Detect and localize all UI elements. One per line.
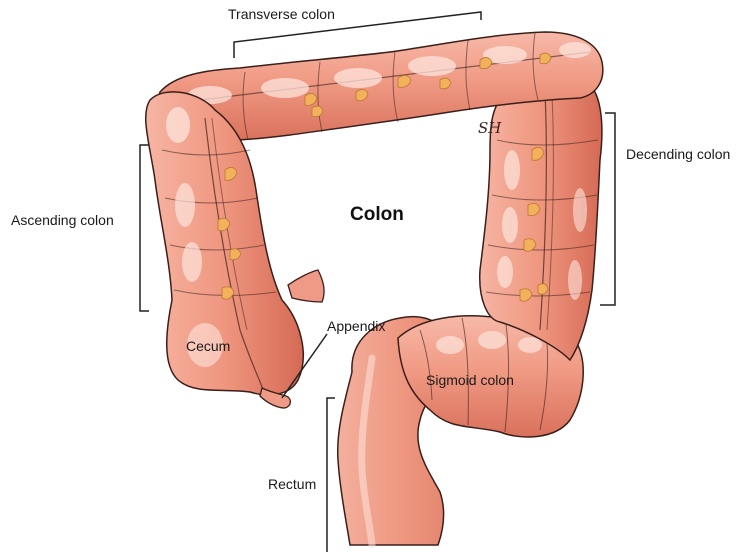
rectum-label: Rectum xyxy=(268,476,316,492)
ascending-colon-label: Ascending colon xyxy=(11,212,114,228)
ascending-bracket xyxy=(140,145,149,311)
diagram-title: Colon xyxy=(350,204,404,226)
rectum-bracket xyxy=(327,398,335,552)
transverse-colon-label: Transverse colon xyxy=(228,6,335,22)
descending-colon-label: Decending colon xyxy=(626,146,730,162)
artist-signature: SH xyxy=(478,119,502,137)
ileum-shape xyxy=(288,270,324,302)
cecum-label: Cecum xyxy=(186,338,230,354)
appendix-label: Appendix xyxy=(327,318,385,334)
sigmoid-colon-label: Sigmoid colon xyxy=(426,372,514,388)
